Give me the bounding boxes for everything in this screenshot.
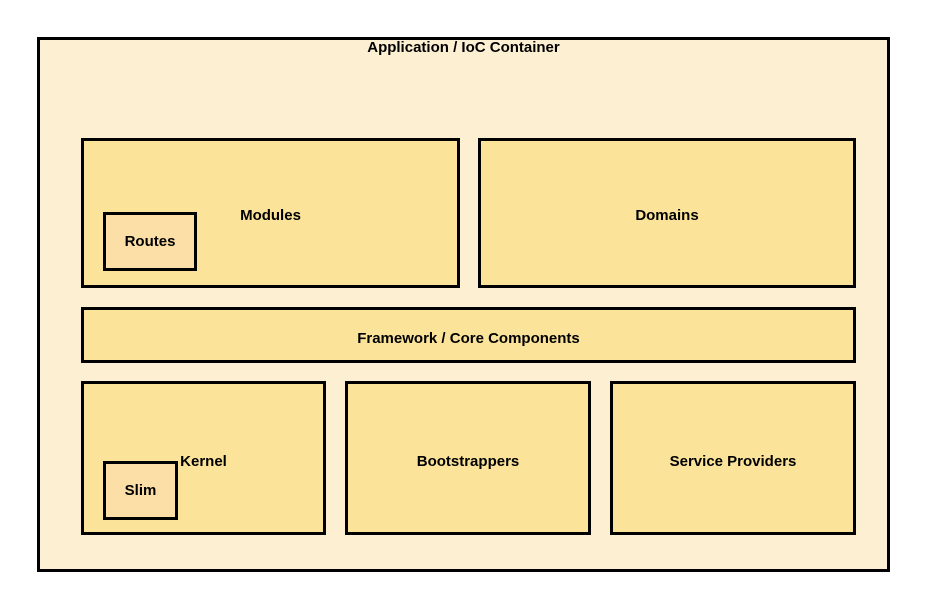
block-service-providers-label: Service Providers: [669, 453, 797, 470]
block-domains: Domains: [478, 138, 856, 288]
block-domains-label: Domains: [635, 207, 699, 224]
nested-block-slim-label: Slim: [124, 482, 157, 499]
application-ioc-container: Application / IoC Container Modules Rout…: [37, 37, 890, 572]
nested-block-routes-label: Routes: [124, 233, 176, 250]
block-modules: Modules Routes: [81, 138, 460, 288]
block-framework-core-components-label: Framework / Core Components: [357, 330, 580, 347]
block-framework-core-components: Framework / Core Components: [81, 307, 856, 363]
block-kernel: Kernel Slim: [81, 381, 326, 535]
block-bootstrappers-label: Bootstrappers: [416, 453, 520, 470]
block-bootstrappers: Bootstrappers: [345, 381, 591, 535]
block-kernel-label: Kernel: [180, 453, 227, 470]
block-service-providers: Service Providers: [610, 381, 856, 535]
container-title: Application / IoC Container: [367, 39, 560, 56]
nested-block-routes: Routes: [103, 212, 197, 271]
block-modules-label: Modules: [240, 207, 301, 224]
nested-block-slim: Slim: [103, 461, 178, 520]
